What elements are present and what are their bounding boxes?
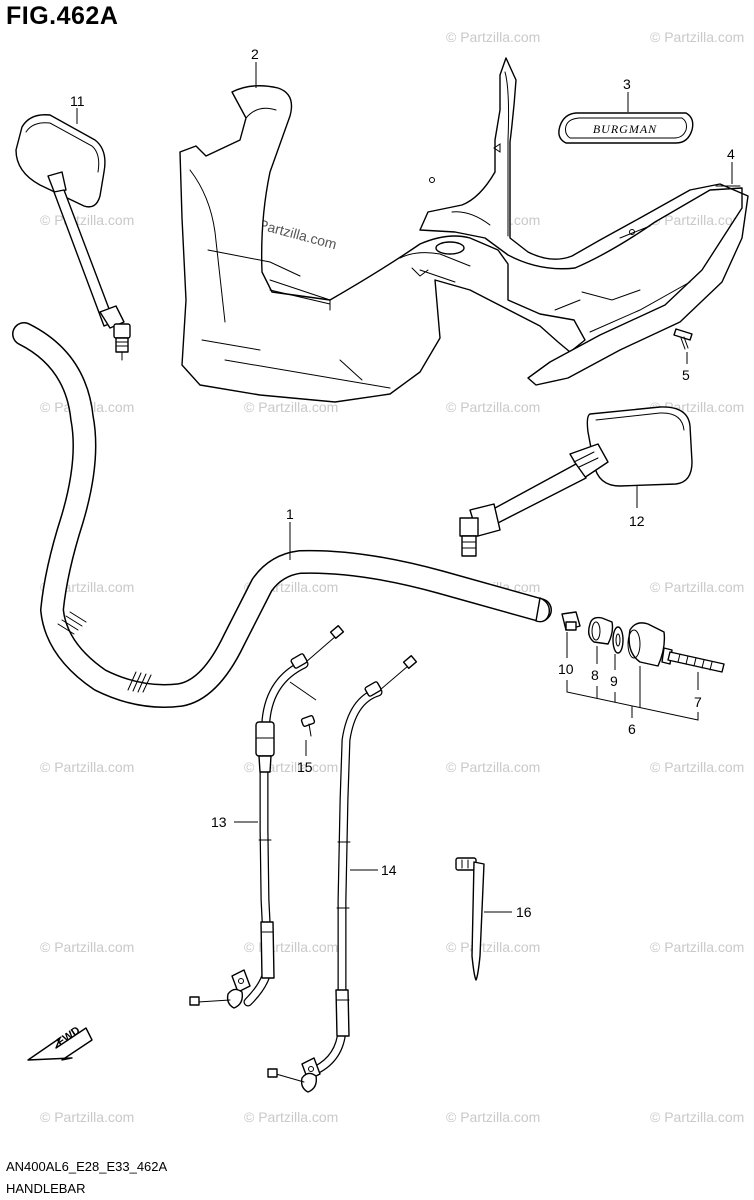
screw-5 [673, 328, 693, 350]
figure-title: FIG.462A [6, 2, 119, 30]
watermark: © Partzilla.com [446, 399, 540, 415]
watermark: © Partzilla.com [650, 939, 744, 955]
balancer-weight [627, 622, 666, 667]
callout-2: 2 [251, 46, 259, 62]
watermark: © Partzilla.com [650, 29, 744, 45]
callout-8: 8 [591, 667, 599, 683]
callout-7: 7 [694, 694, 702, 710]
callout-5: 5 [682, 367, 690, 383]
callout-6: 6 [628, 721, 636, 737]
watermark: © Partzilla.com [244, 759, 338, 775]
cover-side [419, 57, 749, 386]
watermark: © Partzilla.com [40, 759, 134, 775]
emblem: BURGMAN [558, 112, 694, 144]
nut-10 [561, 611, 581, 631]
callout-13: 13 [211, 814, 227, 830]
mirror-right [459, 406, 693, 557]
callout-4: 4 [727, 146, 735, 162]
callout-1: 1 [286, 506, 294, 522]
diagram-code: AN400AL6_E28_E33_462A [6, 1159, 168, 1174]
watermark: © Partzilla.com [446, 939, 540, 955]
watermark: © Partzilla.com [446, 759, 540, 775]
watermark: © Partzilla.com [40, 212, 134, 228]
cable-14 [267, 655, 418, 1093]
inner-cover [179, 85, 586, 403]
spacer-8 [587, 616, 614, 645]
watermark: © Partzilla.com [40, 1109, 134, 1125]
mirror-left [15, 114, 131, 361]
watermark: © Partzilla.com [244, 1109, 338, 1125]
callout-10: 10 [558, 661, 574, 677]
bolt-7 [661, 647, 725, 673]
callout-12: 12 [629, 513, 645, 529]
watermark: © Partzilla.com [650, 1109, 744, 1125]
watermark: © Partzilla.com [40, 939, 134, 955]
watermark: © Partzilla.com [244, 939, 338, 955]
callout-3: 3 [623, 76, 631, 92]
watermark: © Partzilla.com [650, 212, 744, 228]
watermark: © Partzilla.com [650, 579, 744, 595]
callout-16: 16 [516, 904, 532, 920]
handlebar [12, 322, 552, 708]
watermark: © Partzilla.com [446, 1109, 540, 1125]
forward-arrow-icon: FWD [27, 1025, 93, 1061]
washer-9 [612, 626, 624, 654]
watermark: © Partzilla.com [244, 399, 338, 415]
callout-11: 11 [70, 93, 85, 109]
callout-14: 14 [381, 862, 397, 878]
diagram-name: HANDLEBAR [6, 1181, 86, 1196]
watermark: © Partzilla.com [446, 29, 540, 45]
watermark: © Partzilla.com [650, 759, 744, 775]
callout-15: 15 [297, 759, 313, 775]
emblem-logo-text: BURGMAN [593, 122, 657, 136]
wire-16 [455, 857, 485, 981]
screw-15 [300, 715, 316, 737]
callout-9: 9 [610, 673, 618, 689]
cable-13 [189, 625, 345, 1009]
leader-line [289, 681, 317, 701]
